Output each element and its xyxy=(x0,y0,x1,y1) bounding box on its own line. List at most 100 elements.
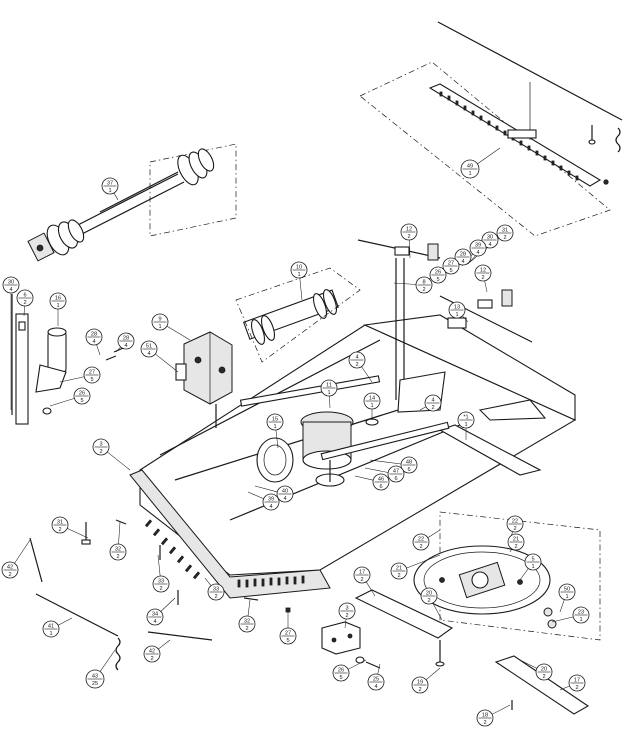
chain-end xyxy=(615,127,621,153)
callout-quantity: 2 xyxy=(345,613,348,619)
guard-strip-assembly xyxy=(359,21,623,237)
callout-c26c: 265 xyxy=(332,664,350,682)
gearbox xyxy=(183,331,233,405)
callout-leader xyxy=(369,459,402,465)
callout-quantity: 4 xyxy=(92,339,95,345)
callout-quantity: 25 xyxy=(92,681,98,687)
callout-leader xyxy=(254,485,278,493)
pto-driveline xyxy=(27,143,237,262)
callout-part-number: 49 xyxy=(467,164,473,170)
callout-leader xyxy=(96,344,101,356)
callout-quantity: 2 xyxy=(422,287,425,293)
callout-part-number: 32 xyxy=(244,619,250,625)
blade-assembly xyxy=(354,511,601,715)
callout-leader xyxy=(344,618,347,629)
callout-part-number: 3 xyxy=(99,442,102,448)
callout-leader xyxy=(247,599,251,617)
callout-quantity: 2 xyxy=(245,626,248,632)
callout-part-number: 39 xyxy=(268,497,274,503)
callout-leader xyxy=(364,467,389,473)
callout-part-number: 26 xyxy=(435,270,441,276)
callout-quantity: 5 xyxy=(339,675,342,681)
callout-quantity: 4 xyxy=(283,496,286,502)
callout-leader xyxy=(67,528,89,539)
callout-quantity: 1 xyxy=(327,390,330,396)
callout-leader xyxy=(347,659,367,670)
callout-c30b: 304 xyxy=(2,276,20,294)
callout-quantity: 2 xyxy=(116,554,119,560)
linkage-upper xyxy=(394,246,410,256)
callout-part-number: 6 xyxy=(23,293,26,299)
callout-leader xyxy=(299,277,303,301)
callout-leader xyxy=(427,529,441,538)
callout-leader xyxy=(115,346,121,353)
callout-leader xyxy=(491,704,511,715)
gearbox-mount xyxy=(175,363,187,381)
callout-c13: 131 xyxy=(448,301,466,319)
callout-quantity: 1 xyxy=(108,188,111,194)
callout-c1: *11 xyxy=(457,411,475,429)
callout-leader xyxy=(99,649,116,672)
callout-c25: 254 xyxy=(367,673,385,691)
callout-leader xyxy=(393,282,417,285)
callout-part-number: 14 xyxy=(369,396,375,402)
callout-c33a: 332 xyxy=(152,575,170,593)
lift-arm-lower xyxy=(320,421,450,461)
callout-quantity: 1 xyxy=(56,303,59,309)
callout-leader xyxy=(247,491,264,500)
callout-part-number: 23 xyxy=(578,610,584,616)
callout-part-number: 39 xyxy=(475,243,481,249)
callout-c22b: 222 xyxy=(412,533,430,551)
callout-part-number: 20 xyxy=(426,591,432,597)
lanyard-cable xyxy=(437,21,623,121)
deck-side-rail xyxy=(438,424,542,476)
deck-rear-panel xyxy=(478,399,547,421)
callout-quantity: 5 xyxy=(90,377,93,383)
callout-quantity: 2 xyxy=(483,720,486,726)
callout-c8a: 82 xyxy=(415,276,433,294)
callout-part-number: 27 xyxy=(285,631,291,637)
safety-chain-a xyxy=(29,537,43,583)
callout-quantity: 1 xyxy=(49,631,52,637)
callout-c14: 141 xyxy=(363,392,381,410)
callout-part-number: 4 xyxy=(431,398,434,404)
manual-tube xyxy=(47,331,67,373)
callout-quantity: 5 xyxy=(80,398,83,404)
callout-quantity: 2 xyxy=(58,527,61,533)
callout-part-number: 25 xyxy=(373,677,379,683)
callout-part-number: 34 xyxy=(152,612,158,618)
callout-part-number: 31 xyxy=(502,228,508,234)
callout-leader xyxy=(160,597,176,612)
callout-leader xyxy=(559,599,565,613)
deck-teeth xyxy=(144,519,305,588)
callout-part-number: 21 xyxy=(396,566,402,572)
strip-nut xyxy=(603,179,609,185)
callout-leader xyxy=(462,315,469,323)
callout-c12a: 122 xyxy=(400,223,418,241)
callout-c10: 101 xyxy=(290,261,308,279)
callout-leader xyxy=(158,639,171,650)
callout-leader xyxy=(432,602,443,621)
callout-c51: 514 xyxy=(140,340,158,358)
callout-c39a: 394 xyxy=(469,239,487,257)
callout-c9: 91 xyxy=(151,313,169,331)
callout-quantity: 4 xyxy=(488,242,491,248)
callout-c26b: 265 xyxy=(73,387,91,405)
callout-leader xyxy=(275,429,279,449)
callout-part-number: 19 xyxy=(417,680,423,686)
callout-c32b: 322 xyxy=(238,615,256,633)
callout-quantity: 2 xyxy=(514,544,517,550)
callout-c19a: 192 xyxy=(411,676,429,694)
callout-quantity: 1 xyxy=(158,324,161,330)
callout-quantity: 6 xyxy=(407,467,410,473)
callout-leader xyxy=(559,685,570,691)
callout-part-number: 30 xyxy=(487,235,493,241)
callout-part-number: 32 xyxy=(115,547,121,553)
callout-leader xyxy=(118,521,121,545)
callout-quantity: 2 xyxy=(23,300,26,306)
callout-c17a: 172 xyxy=(353,566,371,584)
callout-leader xyxy=(425,667,441,681)
callout-quantity: 5 xyxy=(436,277,439,283)
